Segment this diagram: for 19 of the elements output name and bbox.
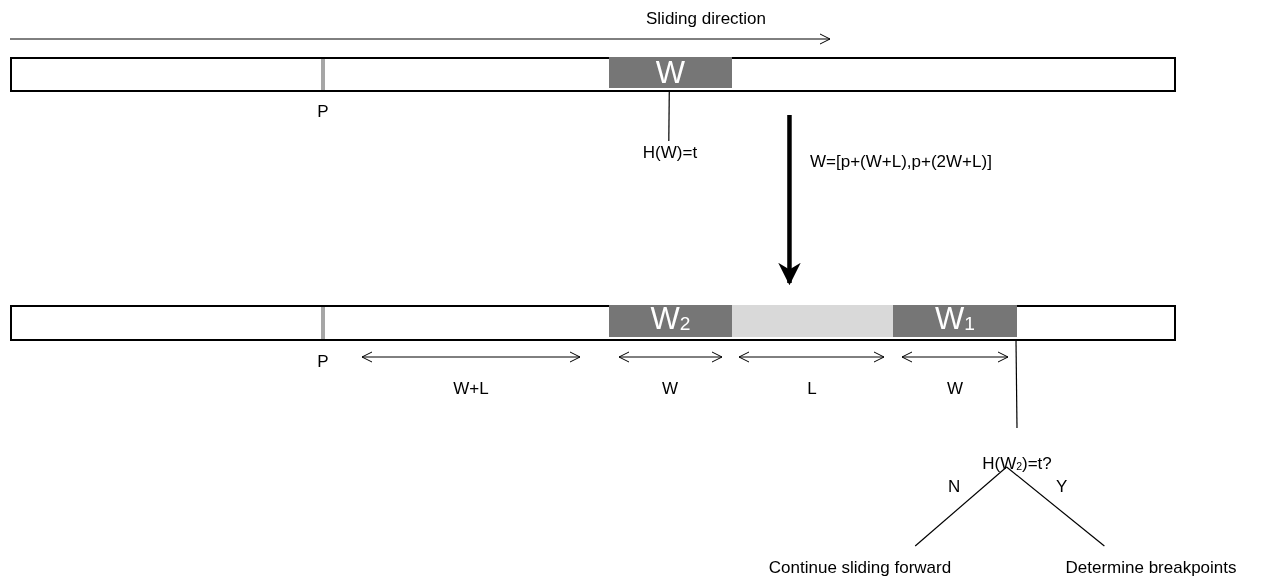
connector-line <box>668 91 670 142</box>
dimension-label: W+L <box>453 378 489 400</box>
step-text: H(W)=t <box>610 141 730 165</box>
sequence-bar <box>10 305 1176 341</box>
dimension-label: L <box>807 378 817 400</box>
direction-label: Sliding direction <box>646 8 766 30</box>
position-label: P <box>317 101 329 123</box>
step-text: Determine breakpoints <box>1040 556 1262 580</box>
connector-line <box>914 466 1008 547</box>
arrow <box>778 115 801 286</box>
dimension-label: W <box>947 378 963 400</box>
window-block: W <box>609 57 732 88</box>
sequence-bar <box>10 57 1176 92</box>
gap-block <box>732 305 893 337</box>
connector-line <box>1015 340 1018 429</box>
step-text: Continue sliding forward <box>745 556 975 580</box>
position-label: P <box>317 351 329 373</box>
connector-line <box>1006 466 1105 547</box>
dimension-label: W <box>662 378 678 400</box>
